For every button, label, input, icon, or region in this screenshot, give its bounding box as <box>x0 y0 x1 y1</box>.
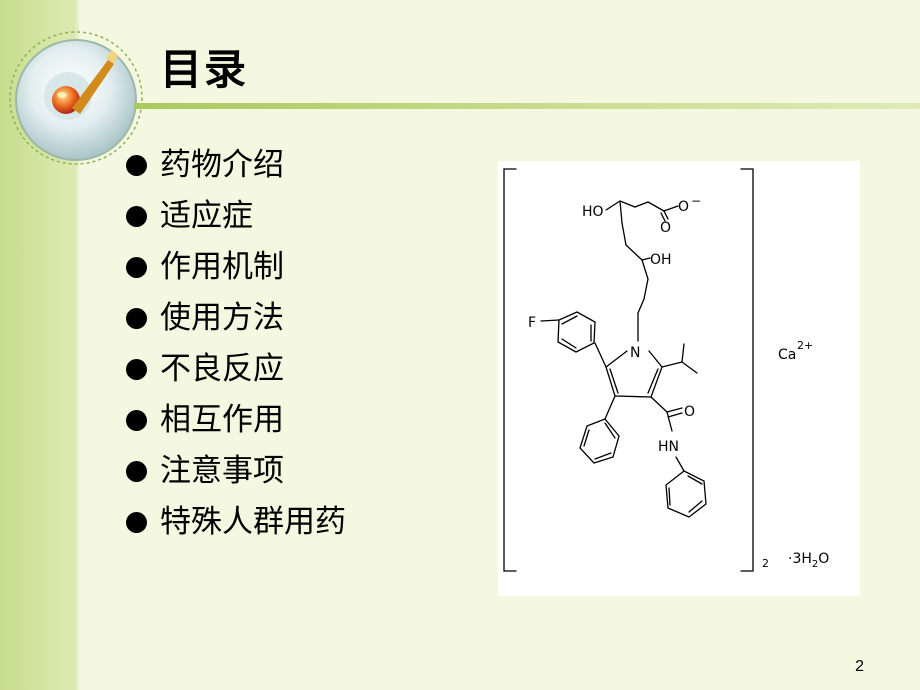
toc-item-indications: 适应症 <box>126 191 346 242</box>
toc-item-special-populations: 特殊人群用药 <box>126 497 346 548</box>
bullet-icon <box>126 359 147 380</box>
toc-item-drug-introduction: 药物介绍 <box>126 140 346 191</box>
label-minus: − <box>691 194 701 208</box>
chemical-structure: HO O − O OH F N O HN Ca 2+ 2 ·3H2O <box>498 161 860 596</box>
toc-item-label: 适应症 <box>160 198 253 234</box>
toc-item-usage: 使用方法 <box>126 293 346 344</box>
label-o-carbonyl: O <box>660 220 671 236</box>
label-oh: OH <box>650 252 672 268</box>
bullet-icon <box>126 257 147 278</box>
table-of-contents: 药物介绍 适应症 作用机制 使用方法 不良反应 相互作用 注意事项 特殊人群用药 <box>126 140 346 548</box>
toc-item-label: 特殊人群用药 <box>160 504 346 540</box>
toc-item-label: 注意事项 <box>160 453 284 489</box>
toc-item-interactions: 相互作用 <box>126 395 346 446</box>
toc-item-label: 作用机制 <box>160 249 284 285</box>
bullet-icon <box>126 461 147 482</box>
label-hn: HN <box>658 439 679 455</box>
page-number: 2 <box>855 658 864 675</box>
bullet-icon <box>126 410 147 431</box>
label-calcium: Ca <box>778 347 796 363</box>
label-o-minus: O <box>678 199 689 215</box>
label-nitrogen: N <box>630 345 640 361</box>
label-o-amide: O <box>684 404 695 420</box>
toc-item-label: 药物介绍 <box>160 147 284 183</box>
label-ho: HO <box>582 204 604 220</box>
toc-item-label: 不良反应 <box>160 351 284 387</box>
label-calcium-charge: 2+ <box>797 339 813 352</box>
right-bracket <box>740 168 754 572</box>
bullet-icon <box>126 155 147 176</box>
title-underline <box>134 103 920 109</box>
left-bracket <box>503 168 517 572</box>
bullet-icon <box>126 308 147 329</box>
label-water: ·3H2O <box>788 551 829 570</box>
toc-item-label: 相互作用 <box>160 402 284 438</box>
label-subscript: 2 <box>762 557 769 570</box>
decorative-logo <box>6 28 146 168</box>
toc-item-precautions: 注意事项 <box>126 446 346 497</box>
left-band-edge <box>76 0 79 690</box>
label-fluorine: F <box>528 315 536 331</box>
toc-item-label: 使用方法 <box>160 300 284 336</box>
page-title: 目录 <box>160 45 249 94</box>
toc-item-adverse-reactions: 不良反应 <box>126 344 346 395</box>
toc-item-mechanism: 作用机制 <box>126 242 346 293</box>
bullet-icon <box>126 206 147 227</box>
bullet-icon <box>126 512 147 533</box>
